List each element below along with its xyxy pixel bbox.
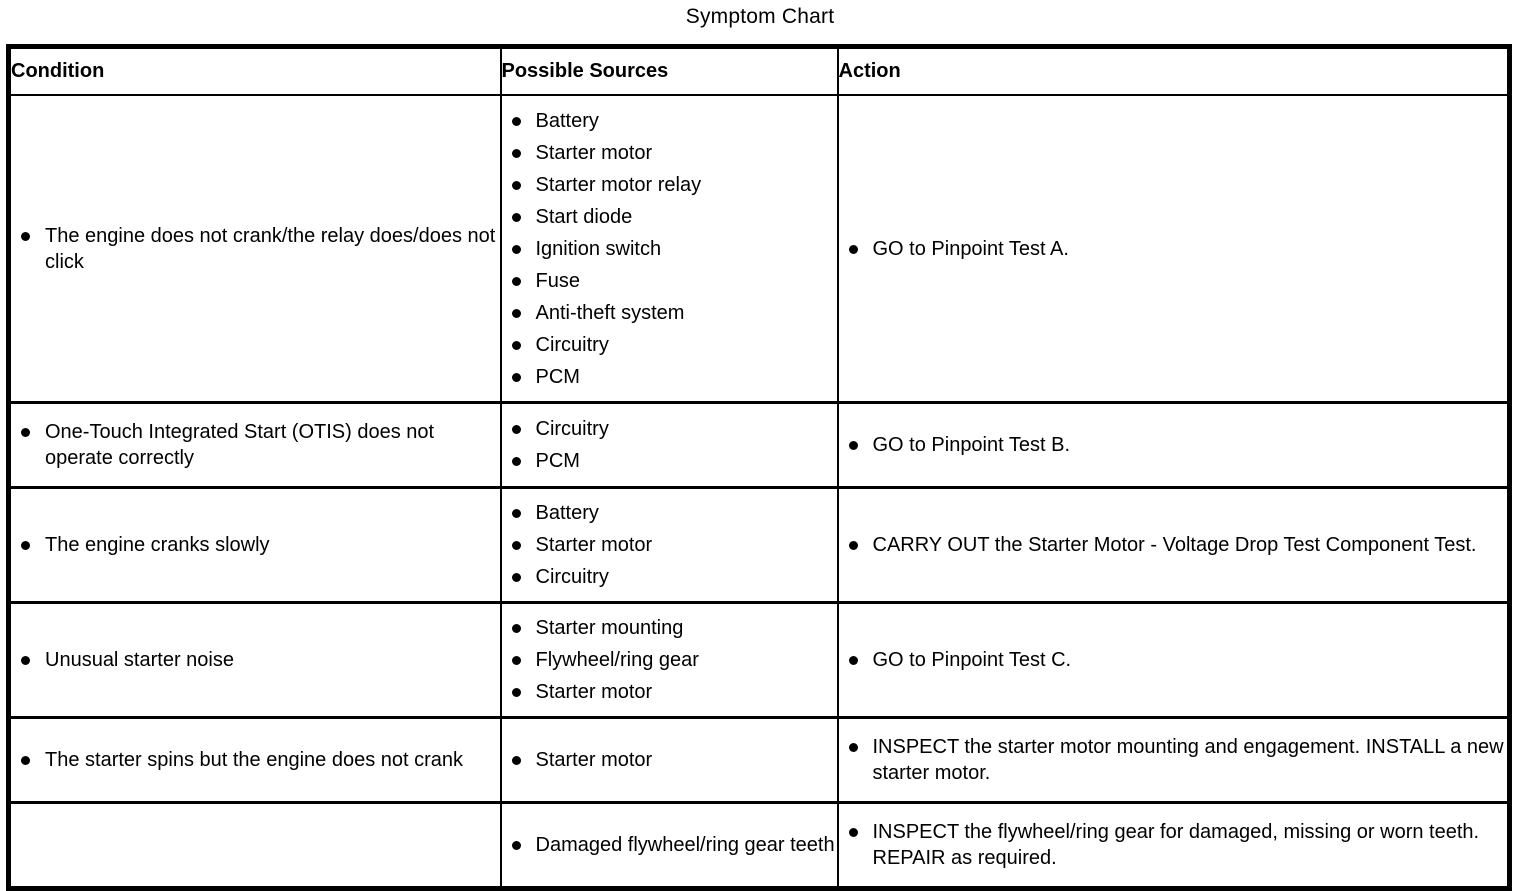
cell-possible-sources: Starter mounting Flywheel/ring gear Star… (499, 602, 839, 719)
cell-condition: The starter spins but the engine does no… (8, 717, 502, 804)
condition-list: The engine cranks slowly (11, 532, 500, 558)
action-list: GO to Pinpoint Test B. (839, 432, 1508, 458)
condition-list: The starter spins but the engine does no… (11, 747, 500, 773)
column-header-possible-sources: Possible Sources (499, 46, 839, 96)
action-list: GO to Pinpoint Test A. (839, 236, 1508, 262)
condition-list: Unusual starter noise (11, 647, 500, 673)
cell-action: CARRY OUT the Starter Motor - Voltage Dr… (836, 487, 1510, 604)
list-item: Circuitry (502, 416, 837, 442)
list-item: Ignition switch (502, 236, 837, 262)
sources-list: Battery Starter motor Starter motor rela… (502, 108, 837, 390)
table-body: The engine does not crank/the relay does… (8, 95, 1510, 889)
cell-condition: One-Touch Integrated Start (OTIS) does n… (8, 402, 502, 489)
symptom-table-container: Condition Possible Sources Action The en… (6, 44, 1512, 891)
action-list: CARRY OUT the Starter Motor - Voltage Dr… (839, 532, 1508, 558)
symptom-table: Condition Possible Sources Action The en… (6, 44, 1512, 891)
list-item: Flywheel/ring gear (502, 647, 837, 673)
page-title: Symptom Chart (685, 5, 835, 28)
list-item: Fuse (502, 268, 837, 294)
cell-possible-sources: Circuitry PCM (499, 402, 839, 489)
action-list: INSPECT the starter motor mounting and e… (839, 734, 1508, 786)
cell-action: GO to Pinpoint Test C. (836, 602, 1510, 719)
table-header-row: Condition Possible Sources Action (8, 46, 1510, 96)
list-item: PCM (502, 448, 837, 474)
table-row: The engine cranks slowly Battery Starter… (8, 487, 1510, 604)
table-row: The engine does not crank/the relay does… (8, 95, 1510, 404)
list-item: Damaged flywheel/ring gear teeth (502, 832, 837, 858)
table-header: Condition Possible Sources Action (8, 46, 1510, 96)
list-item: Circuitry (502, 564, 837, 590)
cell-possible-sources: Battery Starter motor Starter motor rela… (499, 95, 839, 404)
list-item: Starter motor (502, 532, 837, 558)
action-list: INSPECT the flywheel/ring gear for damag… (839, 819, 1508, 871)
list-item: GO to Pinpoint Test A. (839, 236, 1508, 262)
list-item: Starter motor relay (502, 172, 837, 198)
column-header-action: Action (836, 46, 1510, 96)
cell-action: INSPECT the flywheel/ring gear for damag… (836, 802, 1510, 889)
list-item: One-Touch Integrated Start (OTIS) does n… (11, 419, 500, 471)
list-item: GO to Pinpoint Test C. (839, 647, 1508, 673)
column-header-condition: Condition (8, 46, 502, 96)
sources-list: Damaged flywheel/ring gear teeth (502, 832, 837, 858)
list-item: Starter motor (502, 679, 837, 705)
cell-condition: The engine cranks slowly (8, 487, 502, 604)
cell-action: INSPECT the starter motor mounting and e… (836, 717, 1510, 804)
list-item: Starter motor (502, 747, 837, 773)
list-item: Circuitry (502, 332, 837, 358)
list-item: PCM (502, 364, 837, 390)
list-item: Battery (502, 500, 837, 526)
condition-list: One-Touch Integrated Start (OTIS) does n… (11, 419, 500, 471)
list-item: INSPECT the flywheel/ring gear for damag… (839, 819, 1508, 871)
list-item: Battery (502, 108, 837, 134)
table-row: Damaged flywheel/ring gear teeth INSPECT… (8, 802, 1510, 889)
cell-condition: The engine does not crank/the relay does… (8, 95, 502, 404)
sources-list: Starter motor (502, 747, 837, 773)
cell-condition: Unusual starter noise (8, 602, 502, 719)
cell-possible-sources: Starter motor (499, 717, 839, 804)
list-item: The engine does not crank/the relay does… (11, 223, 500, 275)
table-row: One-Touch Integrated Start (OTIS) does n… (8, 402, 1510, 489)
sources-list: Circuitry PCM (502, 416, 837, 474)
action-list: GO to Pinpoint Test C. (839, 647, 1508, 673)
list-item: CARRY OUT the Starter Motor - Voltage Dr… (839, 532, 1508, 558)
list-item: Unusual starter noise (11, 647, 500, 673)
sources-list: Battery Starter motor Circuitry (502, 500, 837, 590)
list-item: Starter motor (502, 140, 837, 166)
cell-possible-sources: Damaged flywheel/ring gear teeth (499, 802, 839, 889)
list-item: GO to Pinpoint Test B. (839, 432, 1508, 458)
condition-list: The engine does not crank/the relay does… (11, 223, 500, 275)
list-item: Anti-theft system (502, 300, 837, 326)
cell-possible-sources: Battery Starter motor Circuitry (499, 487, 839, 604)
list-item: Start diode (502, 204, 837, 230)
table-row: Unusual starter noise Starter mounting F… (8, 602, 1510, 719)
sources-list: Starter mounting Flywheel/ring gear Star… (502, 615, 837, 705)
cell-action: GO to Pinpoint Test A. (836, 95, 1510, 404)
cell-action: GO to Pinpoint Test B. (836, 402, 1510, 489)
list-item: Starter mounting (502, 615, 837, 641)
list-item: The engine cranks slowly (11, 532, 500, 558)
cell-condition-empty (8, 802, 502, 889)
list-item: INSPECT the starter motor mounting and e… (839, 734, 1508, 786)
table-row: The starter spins but the engine does no… (8, 717, 1510, 804)
list-item: The starter spins but the engine does no… (11, 747, 500, 773)
